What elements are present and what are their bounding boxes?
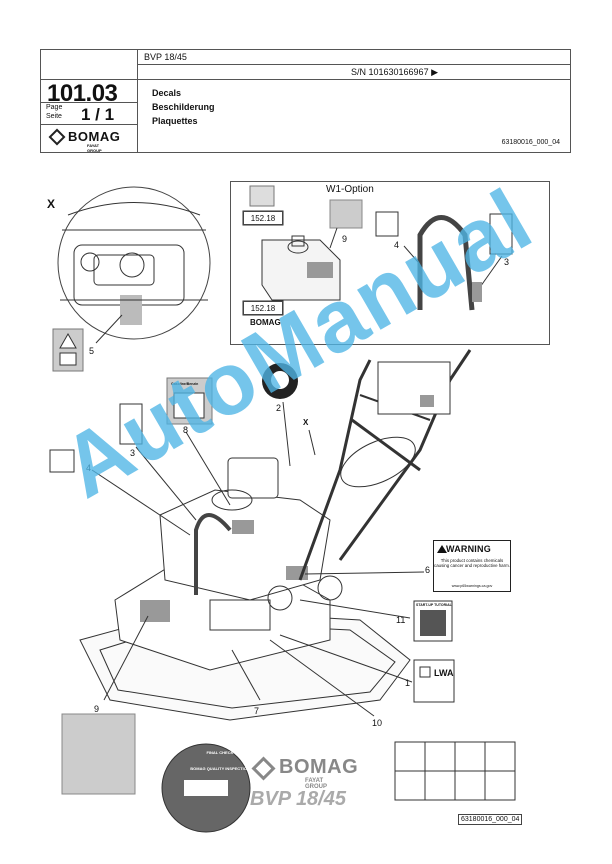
seal-ring: FINAL CHECK [206, 750, 234, 755]
detail-mark: X [47, 197, 56, 211]
warning-decal: WARNING This product contains chemicals … [433, 540, 511, 592]
part-number-bottom: 63180016_000_04 [458, 814, 523, 825]
option-callout: 9 [342, 234, 348, 244]
option-label-152-18: 152.18 [243, 211, 283, 225]
w1-option-box [230, 181, 550, 345]
divider [41, 124, 137, 125]
option-callout: 4 [394, 240, 400, 250]
w1-option-title: W1-Option [326, 184, 374, 195]
gasoline-label: Gasoline/Benzin [171, 382, 199, 386]
callout: 7 [254, 706, 260, 716]
page-label: Page Seite [46, 103, 62, 121]
option-callout: 3 [504, 257, 510, 267]
header-box: BVP 18/45 S/N 101630166967 ▶ 101.03 Page… [40, 49, 571, 153]
model-decal: BVP 18/45 [250, 788, 346, 810]
logo-name: BOMAG [279, 756, 359, 778]
callout: 2 [276, 403, 282, 413]
lwa-label: LWA [434, 668, 454, 678]
document-titles: Decals Beschilderung Plaquettes [152, 86, 215, 128]
callout: 5 [89, 346, 95, 356]
divider [137, 64, 570, 65]
option-label-152-18: 152.18 [243, 301, 283, 315]
callout: 1 [405, 678, 411, 688]
detail-mark-main: X [303, 418, 309, 427]
document-number: 101.03 [47, 80, 118, 107]
callout: 4 [86, 463, 92, 473]
warning-heading: WARNING [446, 544, 491, 554]
logo-sub: FAYAT GROUP [87, 143, 102, 153]
logo-sub: FAYAT GROUP [305, 778, 328, 790]
title-en: Decals [152, 88, 182, 98]
detail-circle [57, 186, 211, 340]
divider [41, 102, 137, 103]
warning-triangle-icon [437, 545, 447, 553]
option-bomag-logo: BOMAG [250, 318, 281, 327]
qr-title: START-UP TUTORIAL [416, 603, 452, 607]
warning-url: www.p65warnings.ca.gov [451, 584, 493, 588]
callout: 8 [183, 425, 189, 435]
title-fr: Plaquettes [152, 116, 198, 126]
page-number: 1 / 1 [81, 105, 115, 124]
logo-name: BOMAG [68, 129, 121, 144]
warning-body: This product contains chemicals causing … [434, 558, 510, 569]
page-label-en: Page [46, 104, 63, 111]
part-number: 63180016_000_04 [501, 139, 560, 146]
divider [41, 79, 570, 80]
seal-text: BOMAG QUALITY INSPECTION [190, 766, 250, 771]
callout: 11 [396, 615, 406, 625]
serial-number: S/N 101630166967 ▶ [351, 67, 438, 77]
title-de: Beschilderung [152, 102, 215, 112]
page-label-de: Seite [46, 113, 62, 120]
callout: 6 [425, 565, 431, 575]
callout: 10 [372, 718, 383, 728]
callout: 9 [94, 704, 100, 714]
model-name: BVP 18/45 [144, 52, 187, 62]
callout: 3 [130, 448, 136, 458]
divider [137, 50, 138, 152]
